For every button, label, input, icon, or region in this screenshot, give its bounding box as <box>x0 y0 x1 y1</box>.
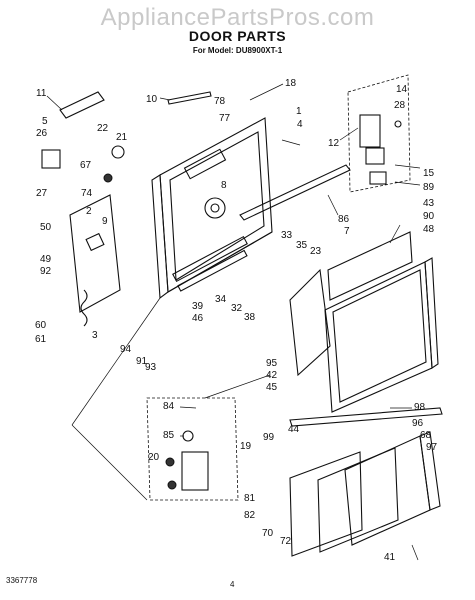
callout-label: 26 <box>36 128 48 139</box>
callout-label: 5 <box>42 116 48 127</box>
callout-label: 41 <box>384 552 396 563</box>
callout-label: 86 <box>338 214 350 225</box>
callout-label: 82 <box>244 510 256 521</box>
callout-label: 93 <box>145 362 157 373</box>
callout-label: 1 <box>296 106 302 117</box>
callout-label: 38 <box>244 312 256 323</box>
callout-label: 11 <box>36 88 47 99</box>
insulation-panel <box>289 268 331 377</box>
callout-label: 85 <box>163 430 175 441</box>
callout-label: 60 <box>35 320 47 331</box>
callout-label: 98 <box>414 402 426 413</box>
callout-label: 78 <box>214 96 226 107</box>
outer-door-panels <box>324 231 439 413</box>
callout-label: 27 <box>36 188 48 199</box>
callout-label: 91 <box>136 356 148 367</box>
callout-label: 97 <box>426 442 438 453</box>
callout-label: 19 <box>240 441 252 452</box>
callout-label: 90 <box>423 211 435 222</box>
callout-label: 32 <box>231 303 243 314</box>
callout-label: 77 <box>219 113 231 124</box>
callout-label: 2 <box>86 206 92 217</box>
page-number: 4 <box>230 580 235 589</box>
latch <box>41 149 61 169</box>
callout-label: 12 <box>328 138 340 149</box>
callout-label: 61 <box>35 334 47 345</box>
callout-label: 46 <box>192 313 204 324</box>
callout-label: 22 <box>97 123 109 134</box>
diagram-title: DOOR PARTS <box>188 28 287 44</box>
callout-label: 74 <box>81 188 93 199</box>
callout-label: 48 <box>423 224 435 235</box>
callout-label: 3 <box>92 330 98 341</box>
callout-label: 8 <box>221 180 227 191</box>
callout-label: 4 <box>297 119 303 130</box>
callout-label: 96 <box>412 418 424 429</box>
callout-label: 10 <box>146 94 158 105</box>
callout-label: 95 <box>266 358 278 369</box>
door-handle <box>59 91 105 119</box>
callout-label: 35 <box>296 240 308 251</box>
callout-label: 70 <box>262 528 274 539</box>
left-hinge-arm <box>69 194 121 327</box>
inner-door-panel <box>151 117 273 300</box>
callout-label: 39 <box>192 301 204 312</box>
callout-label: 50 <box>40 222 52 233</box>
callout-label: 68 <box>420 430 432 441</box>
model-label: For Model: DU8900XT-1 <box>192 46 283 55</box>
callout-label: 20 <box>148 452 160 463</box>
callout-label: 92 <box>40 266 52 277</box>
callout-label: 44 <box>288 424 300 435</box>
callout-label: 28 <box>394 100 406 111</box>
callout-label: 84 <box>163 401 175 412</box>
callout-label: 45 <box>266 382 278 393</box>
callout-label: 72 <box>280 536 292 547</box>
rail <box>239 164 351 221</box>
callout-label: 18 <box>285 78 297 89</box>
callout-label: 33 <box>281 230 293 241</box>
gear <box>111 145 125 159</box>
callout-label: 42 <box>266 370 278 381</box>
callout-label: 94 <box>120 344 132 355</box>
callout-label: 34 <box>215 294 227 305</box>
callout-label: 23 <box>310 246 322 257</box>
callout-label: 89 <box>423 182 435 193</box>
top-strip <box>167 91 212 105</box>
document-number: 3367778 <box>6 576 38 585</box>
callout-label: 7 <box>344 226 350 237</box>
callout-label: 43 <box>423 198 435 209</box>
vent-assembly <box>347 74 411 193</box>
site-watermark: AppliancePartsPros.com <box>100 4 375 31</box>
callout-label: 81 <box>244 493 256 504</box>
bottom-trim <box>289 407 443 557</box>
callout-label: 15 <box>423 168 435 179</box>
callout-label: 99 <box>263 432 275 443</box>
callout-label: 67 <box>80 160 92 171</box>
callout-label: 21 <box>116 132 128 143</box>
callout-label: 49 <box>40 254 52 265</box>
dispenser-module <box>146 397 239 501</box>
callout-label: 14 <box>396 84 408 95</box>
callout-label: 9 <box>102 216 108 227</box>
